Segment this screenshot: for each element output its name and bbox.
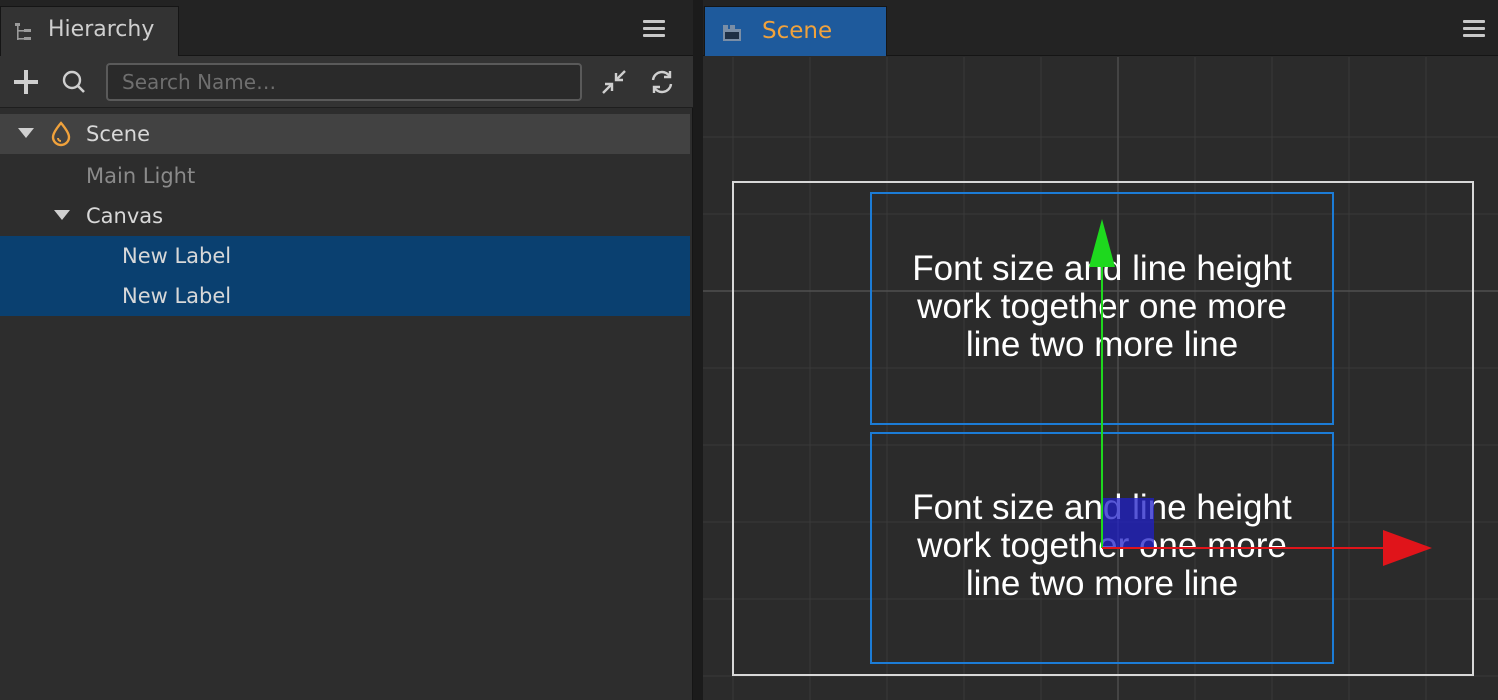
canvas-frame <box>732 181 1474 676</box>
scene-label-text-1[interactable]: Font size and line height work together … <box>871 250 1333 364</box>
refresh-button[interactable] <box>646 66 678 98</box>
tree-node-main-light[interactable]: Main Light <box>0 156 690 196</box>
label-line: line two more line <box>965 564 1239 603</box>
scene-canvas[interactable] <box>703 57 1498 700</box>
hierarchy-icon <box>14 21 34 43</box>
hierarchy-panel: Hierarchy <box>0 0 693 700</box>
collapse-all-button[interactable] <box>598 66 630 98</box>
label-line: line two more line <box>965 325 1239 364</box>
refresh-icon <box>651 70 673 94</box>
label-line: Font size and line height <box>912 488 1292 527</box>
label-line: work together one more <box>917 526 1287 565</box>
scene-menu-icon[interactable] <box>1463 20 1485 38</box>
label-line: Font size and line height <box>912 249 1292 288</box>
scene-tab-label: Scene <box>762 18 833 44</box>
scene-viewport[interactable]: Font size and line height work together … <box>703 57 1498 700</box>
scene-tabbar: Scene <box>703 0 1498 56</box>
tab-scene[interactable]: Scene <box>704 6 887 56</box>
tree-label-new-label: New Label <box>122 284 232 308</box>
add-button[interactable] <box>10 66 42 98</box>
search-button[interactable] <box>58 66 90 98</box>
expand-arrow-icon[interactable] <box>18 128 34 138</box>
scene-label-text-2[interactable]: Font size and line height work together … <box>871 489 1333 603</box>
tree-node-canvas[interactable]: Canvas <box>0 196 690 236</box>
tree-node-scene[interactable]: Scene <box>0 114 690 154</box>
expand-arrow-icon[interactable] <box>54 210 70 220</box>
tree-label-scene: Scene <box>86 122 151 146</box>
scene-drop-icon <box>50 121 72 151</box>
tree-node-new-label-1[interactable]: New Label <box>0 236 690 276</box>
search-input[interactable] <box>106 63 582 101</box>
add-icon <box>14 70 38 94</box>
grid <box>703 57 1498 700</box>
tree-label-main-light: Main Light <box>86 164 196 188</box>
scene-panel: Scene <box>703 0 1498 700</box>
tree-label-new-label: New Label <box>122 244 232 268</box>
hierarchy-toolbar <box>0 56 693 108</box>
label-line: work together one more <box>917 287 1287 326</box>
tree-node-new-label-2[interactable]: New Label <box>0 276 690 316</box>
search-icon <box>62 70 85 93</box>
clapperboard-icon <box>722 24 742 46</box>
hierarchy-tabbar: Hierarchy <box>0 0 693 56</box>
tree-label-canvas: Canvas <box>86 204 164 228</box>
hierarchy-tab-label: Hierarchy <box>48 17 155 42</box>
hierarchy-tree: Scene Main Light Canvas New Label New La… <box>0 108 690 700</box>
hierarchy-menu-icon[interactable] <box>643 20 665 38</box>
collapse-icon <box>602 70 626 94</box>
tab-hierarchy[interactable]: Hierarchy <box>0 6 179 56</box>
